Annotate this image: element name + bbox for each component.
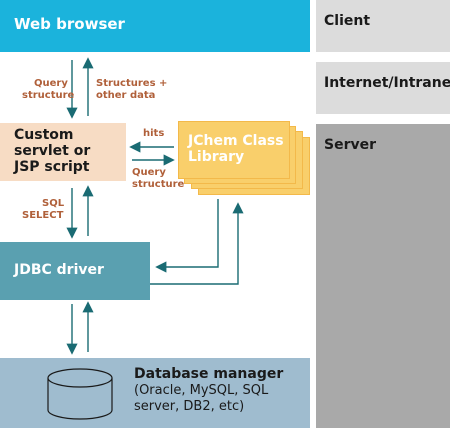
zone-internet-label: Internet/Intranet [324,75,450,91]
zone-client-bg [316,0,450,52]
database-sub-line-1: (Oracle, MySQL, SQL [134,383,269,398]
jdbc-node: JDBC driver [0,242,150,300]
zone-server-bg [316,124,450,428]
web-browser-label: Web browser [14,15,125,33]
jdbc-label: JDBC driver [14,262,104,278]
edge-label-query-structure-2a: Query [132,167,166,178]
arrow-jdbc-to-jchem [150,202,244,285]
edge-label-sql-b: SELECT [22,210,64,221]
servlet-node: Custom servlet or JSP script [0,123,126,181]
edge-label-query-structure-1b: structure [22,90,75,101]
jchem-label-line-1: JChem Class [188,133,284,149]
edge-label-structures-b: other data [96,90,156,101]
edge-label-query-structure-1a: Query [34,78,68,89]
servlet-label-line-1: Custom [14,127,74,143]
web-browser-node: Web browser [0,0,310,52]
database-sub-line-2: server, DB2, etc) [134,399,245,414]
database-title: Database manager [134,366,284,382]
arrow-jchem-to-jdbc [155,199,219,273]
servlet-label-line-3: JSP script [14,159,90,175]
edge-label-structures-a: Structures + [96,78,168,89]
zone-server-label: Server [324,137,377,153]
edge-label-hits: hits [143,128,165,139]
database-cylinder-icon [47,368,113,420]
edge-label-sql-a: SQL [42,198,65,209]
zone-client-label: Client [324,13,371,29]
jchem-node: JChem Class Library [178,121,290,179]
edge-label-query-structure-2b: structure [132,179,185,190]
zone-internet-bg [316,62,450,114]
jchem-label-line-2: Library [188,149,245,165]
servlet-label-line-2: servlet or [14,143,91,159]
